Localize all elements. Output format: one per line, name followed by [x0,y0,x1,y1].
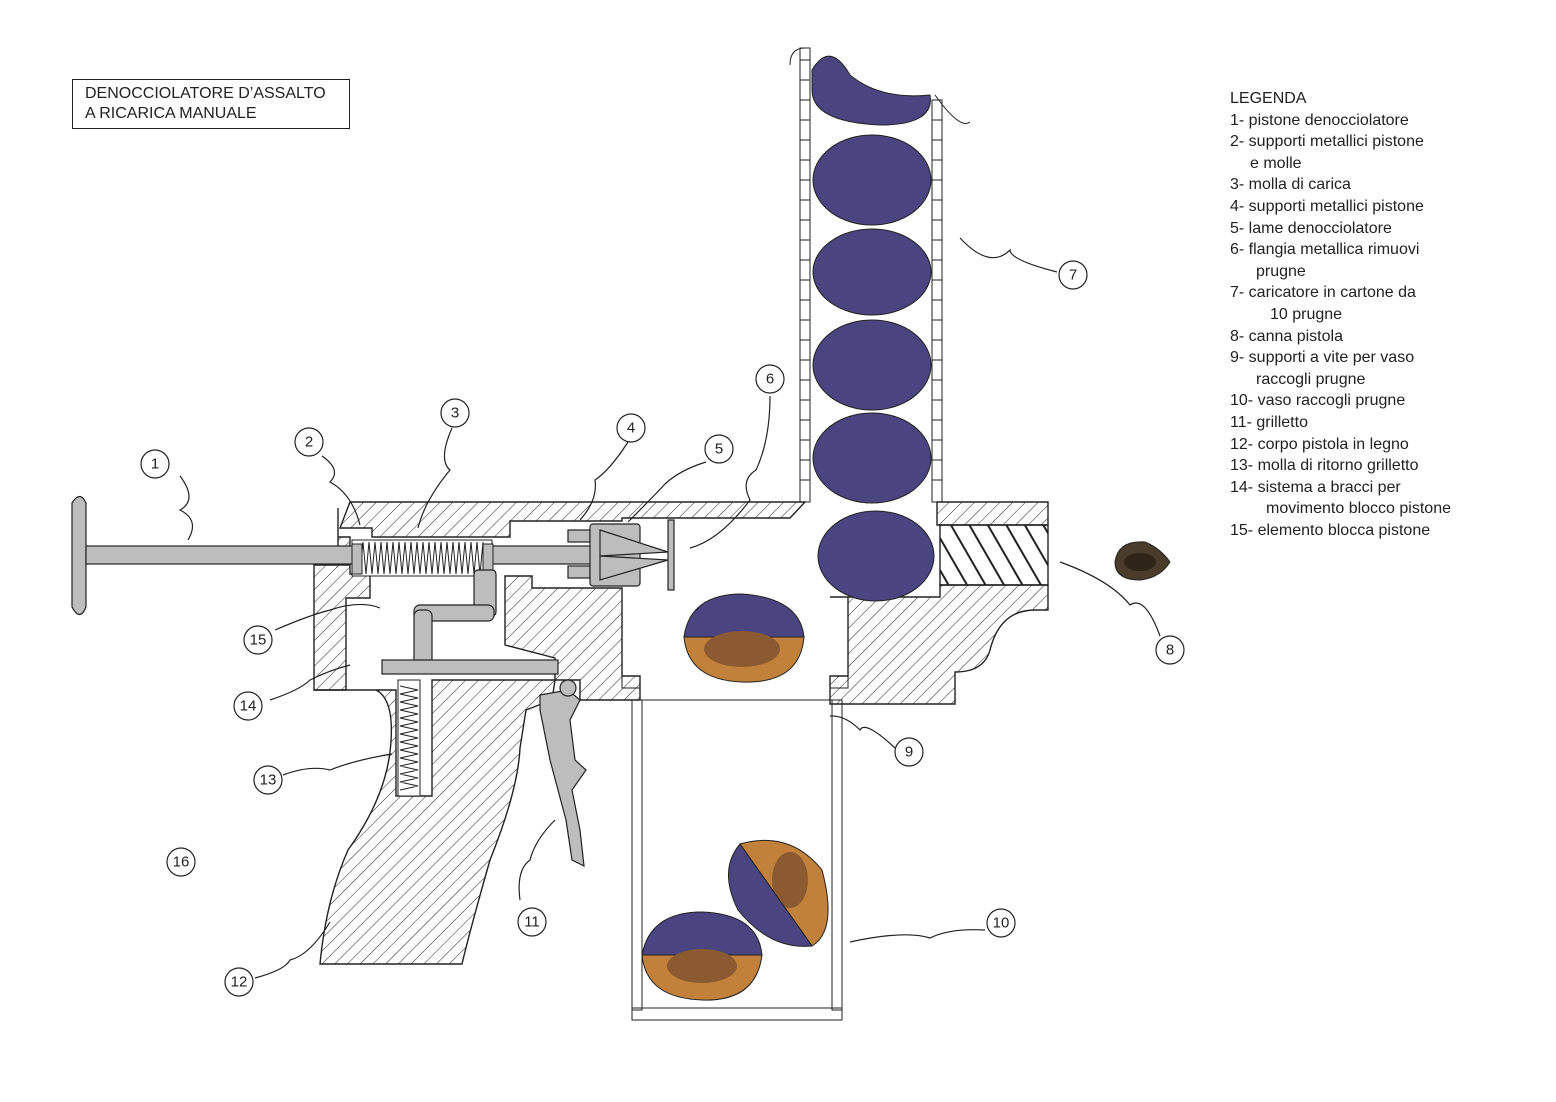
callout-9: 9 [894,737,924,767]
plum [812,134,932,226]
piston-handle [71,495,87,616]
gun-frame-top [338,501,807,538]
svg-text:4: 4 [627,420,635,437]
callout-6: 6 [755,364,785,394]
callout-13: 13 [253,765,283,795]
svg-text:8: 8 [1166,642,1174,659]
legend-item-5: 5- lame denocciolatore [1230,219,1392,237]
charge-spring [351,539,494,577]
legend-item-14: 14- sistema a bracci per [1230,478,1401,496]
legend-item-6-cont: prugne [1256,262,1306,280]
legend-item-7: 7- caricatore in cartone da [1230,284,1416,302]
chamber-plum [683,593,805,683]
linkage-arm-vertical [413,609,433,669]
callout-12: 12 [224,967,254,997]
gun-frame-rear [313,508,371,691]
collection-jar [621,675,849,1021]
callout-8: 8 [1155,635,1185,665]
legend-item-6: 6- flangia metallica rimuovi [1230,241,1420,259]
legend-item-1: 1- pistone denocciolatore [1230,111,1409,129]
svg-text:15: 15 [250,632,267,649]
svg-text:2: 2 [305,434,313,451]
legend-item-7-cont: 10 prugne [1270,305,1343,323]
svg-text:1: 1 [151,456,159,473]
plum [817,510,935,602]
magazine-plums [812,134,935,602]
piston-rod [85,545,592,565]
title-line-2: A RICARICA MANUALE [85,105,257,122]
chamber-top-right [936,501,1049,526]
plum-pit [1114,541,1171,581]
plum [812,412,932,504]
chamber-right-block [829,584,1049,705]
plum-magazine [789,47,971,503]
svg-text:14: 14 [240,698,257,715]
legend: LEGENDA 1- pistone denocciolatore 2- sup… [1230,88,1530,541]
callout-5: 5 [704,434,734,464]
trigger-return-spring [397,679,421,797]
callout-15: 15 [243,625,273,655]
legend-item-11: 11- grilletto [1230,413,1308,431]
title-box: DENOCCIOLATORE D’ASSALTO A RICARICA MANU… [72,79,350,129]
gun-body [313,501,1049,965]
legend-item-8: 8- canna pistola [1230,327,1343,345]
legend-item-2-cont: e molle [1250,154,1302,172]
callout-2: 2 [294,427,324,457]
svg-text:5: 5 [715,441,723,458]
linkage-bar [381,659,559,675]
callout-16: 16 [166,847,196,877]
legend-item-9: 9- supporti a vite per vaso [1230,349,1415,367]
legend-item-2: 2- supporti metallici pistone [1230,133,1424,151]
svg-text:11: 11 [524,914,540,931]
callout-3: 3 [440,398,470,428]
legend-item-3: 3- molla di carica [1230,176,1351,194]
svg-text:3: 3 [451,405,459,422]
title-line-1: DENOCCIOLATORE D’ASSALTO [85,85,326,102]
legend-item-14-cont: movimento blocco pistone [1266,500,1451,518]
legend-item-12: 12- corpo pistola in legno [1230,435,1409,453]
svg-text:10: 10 [993,915,1010,932]
callout-14: 14 [233,691,263,721]
svg-text:13: 13 [260,772,277,789]
callout-1: 1 [140,449,170,479]
pitter-blade-head [567,519,675,591]
plum [812,319,932,411]
plum [812,228,932,316]
linkage-arm-upper [413,604,495,622]
legend-item-15: 15- elemento blocca pistone [1230,521,1431,539]
trigger [539,689,587,868]
legend-item-4: 4- supporti metallici pistone [1230,197,1424,215]
leader-lines [178,237,1161,979]
callout-10: 10 [986,908,1016,938]
trigger-linkage [381,569,587,868]
svg-text:16: 16 [173,854,190,871]
legend-item-13: 13- molla di ritorno grilletto [1230,457,1419,475]
svg-text:9: 9 [905,744,913,761]
jar-plums [641,839,829,1001]
callout-11: 11 [517,907,547,937]
callout-4: 4 [616,413,646,443]
svg-text:6: 6 [766,371,774,388]
barrel-canna [939,524,1049,586]
svg-text:7: 7 [1069,267,1077,284]
callout-7: 7 [1058,260,1088,290]
svg-text:12: 12 [231,974,248,991]
legend-item-10: 10- vaso raccogli prugne [1230,392,1406,410]
gun-grip [314,679,556,965]
legend-item-9-cont: raccogli prugne [1256,370,1366,388]
legend-heading: LEGENDA [1230,90,1307,107]
